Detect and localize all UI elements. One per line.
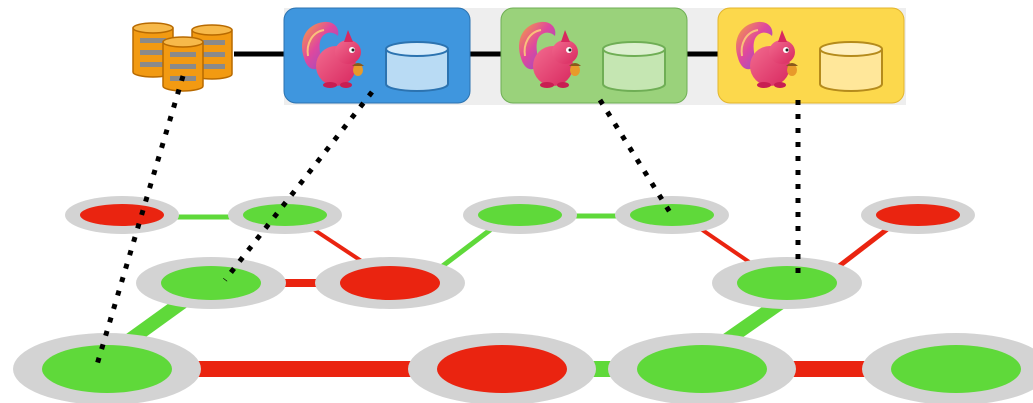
node-core (340, 266, 440, 300)
database-stack-icon (132, 22, 233, 92)
graph-node-top-red (861, 196, 975, 234)
graph-edge-green (434, 225, 496, 273)
mapping-lines (93, 75, 801, 369)
node-core (891, 345, 1021, 393)
node-core (478, 204, 562, 226)
graph-node-bottom-green (13, 333, 201, 403)
graph-node-top-green (615, 196, 729, 234)
node-core (42, 345, 172, 393)
graph-node-top-green (228, 196, 342, 234)
node-core (630, 204, 714, 226)
mapping-line-source (93, 75, 186, 369)
graph-node-middle-red (315, 257, 465, 309)
graph-node-middle-green (136, 257, 286, 309)
state-cylinder-icon (385, 41, 449, 92)
graph-node-bottom-green (862, 333, 1033, 403)
node-core (637, 345, 767, 393)
node-core (161, 266, 261, 300)
graph-node-bottom-green (608, 333, 796, 403)
graph-node-middle-green (712, 257, 862, 309)
graph-edge-red (832, 225, 892, 272)
graph-node-bottom-red (408, 333, 596, 403)
graph-node-top-green (463, 196, 577, 234)
node-core (737, 266, 837, 300)
node-core (437, 345, 567, 393)
mapping-line-stage-2 (597, 98, 674, 216)
node-core (80, 204, 164, 226)
node-core (876, 204, 960, 226)
state-cylinder-icon (602, 41, 666, 92)
graph-node-top-red (65, 196, 179, 234)
node-core (243, 204, 327, 226)
graph-layer (13, 196, 1033, 403)
state-cylinder-icon (819, 41, 883, 92)
mapping-line-stage-1 (223, 90, 374, 282)
